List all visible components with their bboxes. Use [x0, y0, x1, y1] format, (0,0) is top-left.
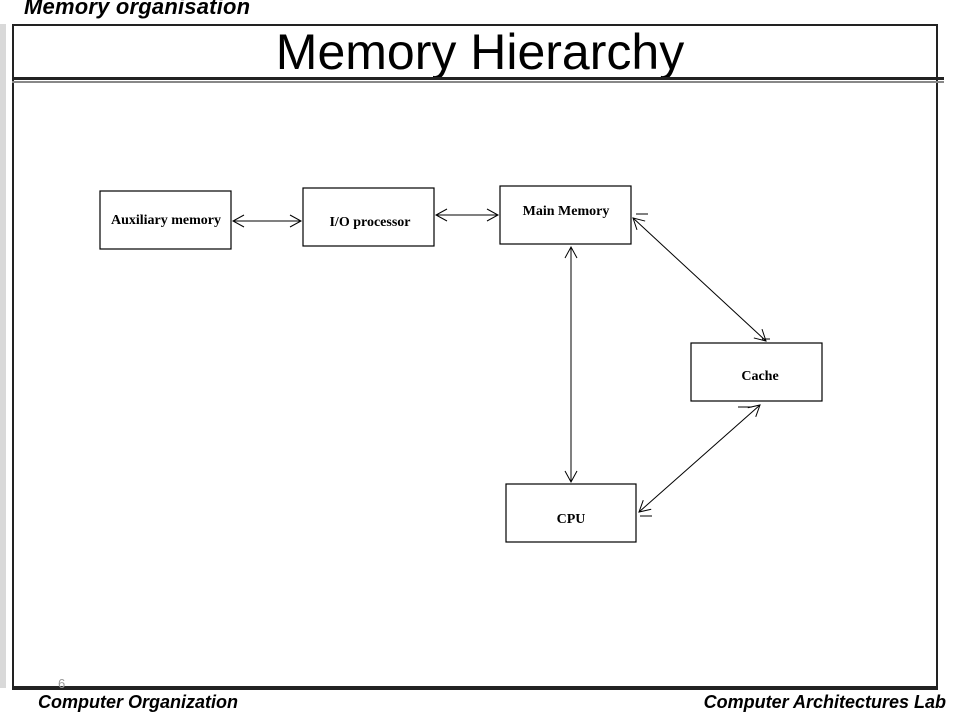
page-number: 6	[58, 676, 66, 691]
left-margin-bar	[0, 24, 6, 688]
slide-title: Memory Hierarchy	[275, 24, 685, 80]
title-divider-shadow	[12, 81, 944, 83]
edge-cache-cpu	[638, 404, 761, 513]
section-label: Memory organisation	[24, 0, 251, 19]
node-label-cache: Cache	[741, 369, 778, 384]
footer-lab-name: Computer Architectures Lab	[703, 692, 946, 712]
node-label-main-memory: Main Memory	[523, 204, 610, 219]
footer-divider	[12, 688, 938, 690]
page-frame	[12, 24, 938, 688]
node-io-processor	[302, 187, 435, 247]
node-label-io-processor: I/O processor	[329, 215, 410, 230]
node-auxiliary-memory	[99, 190, 232, 250]
node-label-auxiliary-memory: Auxiliary memory	[111, 213, 221, 228]
node-label-cpu: CPU	[557, 512, 586, 527]
edge-main-cache	[632, 217, 767, 342]
title-divider	[12, 77, 944, 80]
footer-course-name: Computer Organization	[38, 692, 239, 712]
node-main-memory	[499, 185, 632, 245]
node-cache	[690, 342, 823, 402]
node-cpu	[505, 483, 637, 543]
